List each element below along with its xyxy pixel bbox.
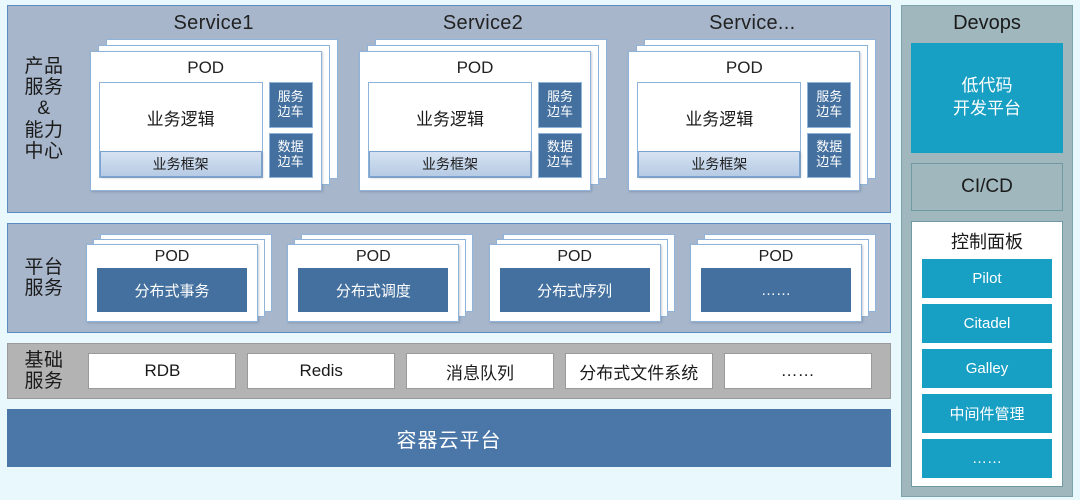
row-label-line: 能力 xyxy=(24,119,64,141)
lowcode-line: 低代码 xyxy=(961,76,1013,96)
infrastructure-item-redis[interactable]: Redis xyxy=(247,353,396,389)
row-label-line: 中心 xyxy=(24,140,64,162)
service-sidecar-box[interactable]: 服务边车 xyxy=(268,82,313,128)
lowcode-platform-box[interactable]: 低代码 开发平台 xyxy=(911,43,1063,153)
pod-card[interactable]: POD 分布式事务 xyxy=(86,244,258,322)
row-label-line: 产品 xyxy=(24,55,64,77)
control-panel-item-middleware-management[interactable]: 中间件管理 xyxy=(922,394,1052,433)
business-logic-container: 业务逻辑 业务框架 xyxy=(637,82,802,178)
platform-service-box[interactable]: …… xyxy=(700,268,851,312)
pod-label: POD xyxy=(725,58,763,77)
platform-pod-stack[interactable]: POD 分布式事务 xyxy=(86,234,272,322)
infrastructure-item-more[interactable]: …… xyxy=(723,353,872,389)
pod-card[interactable]: POD 业务逻辑 业务框架 服务边车 数据边车 xyxy=(628,51,861,191)
row-product-services: 产品 服务 & 能力 中心 Service1 xyxy=(7,5,891,213)
pod-label: POD xyxy=(758,248,794,265)
service-block[interactable]: Service... POD 业务逻辑 业务框架 xyxy=(623,6,882,212)
service-block[interactable]: Service2 POD 业务逻辑 业务框架 xyxy=(353,6,612,212)
service-sidecar-box[interactable]: 服务边车 xyxy=(537,82,582,128)
service-title: Service1 xyxy=(173,12,254,34)
business-logic-label: 业务逻辑 xyxy=(146,109,215,129)
pod-stack[interactable]: POD 业务逻辑 业务框架 服务边车 数据边车 xyxy=(358,39,607,191)
row-label-product-services: 产品 服务 & 能力 中心 xyxy=(8,6,80,212)
infrastructure-item-message-queue[interactable]: 消息队列 xyxy=(405,353,554,389)
platform-service-box[interactable]: 分布式事务 xyxy=(97,268,247,312)
pod-card[interactable]: POD 分布式调度 xyxy=(287,244,460,322)
business-logic-label: 业务逻辑 xyxy=(685,109,754,129)
pod-card[interactable]: POD …… xyxy=(689,244,862,322)
row-label-line: & xyxy=(37,98,51,120)
data-sidecar-box[interactable]: 数据边车 xyxy=(807,132,852,178)
control-panel-item-citadel[interactable]: Citadel xyxy=(922,304,1052,343)
control-panel-box: 控制面板 Pilot Citadel Galley 中间件管理 …… xyxy=(911,221,1063,487)
platform-pod-stack[interactable]: POD 分布式调度 xyxy=(287,234,474,322)
control-panel-item-more[interactable]: …… xyxy=(922,439,1052,478)
platform-service-box[interactable]: 分布式调度 xyxy=(298,268,449,312)
devops-panel: Devops 低代码 开发平台 CI/CD 控制面板 Pilot Citadel… xyxy=(901,5,1073,497)
devops-title: Devops xyxy=(953,12,1021,34)
row-label-line: 基础 xyxy=(24,349,64,371)
service-title: Service2 xyxy=(442,12,524,34)
row-platform-services: 平台 服务 POD 分布式事务 xyxy=(7,223,891,333)
container-cloud-platform-bar[interactable]: 容器云平台 xyxy=(7,409,891,467)
main-architecture-column: 产品 服务 & 能力 中心 Service1 xyxy=(7,5,891,497)
business-framework-box[interactable]: 业务框架 xyxy=(638,151,801,177)
row-infrastructure-services: 基础 服务 RDB Redis 消息队列 分布式文件系统 …… xyxy=(7,343,891,399)
platform-pod-stack[interactable]: POD 分布式序列 xyxy=(488,234,675,322)
pod-stack[interactable]: POD 业务逻辑 业务框架 服务边车 数据边车 xyxy=(628,39,877,191)
service-title: Service... xyxy=(709,12,796,34)
service-sidecar-box[interactable]: 服务边车 xyxy=(807,82,852,128)
infrastructure-item-distributed-file-system[interactable]: 分布式文件系统 xyxy=(564,353,713,389)
row-body-product-services: Service1 POD 业务逻辑 业务框架 xyxy=(80,6,890,212)
pod-label: POD xyxy=(557,248,592,265)
service-block[interactable]: Service1 POD 业务逻辑 业务框架 xyxy=(84,6,343,212)
business-logic-container: 业务逻辑 业务框架 xyxy=(367,82,532,178)
row-body-platform-services: POD 分布式事务 POD 分布式调度 xyxy=(80,224,890,332)
platform-service-box[interactable]: 分布式序列 xyxy=(499,268,650,312)
sidecar-group: 服务边车 数据边车 xyxy=(537,82,582,178)
row-label-line: 服务 xyxy=(24,77,64,99)
pod-label: POD xyxy=(355,248,391,265)
control-panel-title: 控制面板 xyxy=(951,232,1023,252)
pod-label: POD xyxy=(154,248,190,265)
infrastructure-item-rdb[interactable]: RDB xyxy=(88,353,237,389)
pod-label: POD xyxy=(456,58,494,77)
data-sidecar-box[interactable]: 数据边车 xyxy=(268,132,313,178)
pod-card[interactable]: POD 业务逻辑 业务框架 服务边车 数据边车 xyxy=(89,51,322,191)
lowcode-line: 开发平台 xyxy=(953,99,1021,118)
business-logic-label: 业务逻辑 xyxy=(415,109,484,129)
pod-card[interactable]: POD 业务逻辑 业务框架 服务边车 数据边车 xyxy=(358,51,591,191)
row-label-line: 服务 xyxy=(24,278,64,299)
business-framework-box[interactable]: 业务框架 xyxy=(368,151,531,177)
data-sidecar-box[interactable]: 数据边车 xyxy=(537,132,582,178)
sidecar-group: 服务边车 数据边车 xyxy=(807,82,852,178)
row-label-platform-services: 平台 服务 xyxy=(8,224,80,332)
cicd-box[interactable]: CI/CD xyxy=(911,163,1063,211)
pod-label: POD xyxy=(187,58,225,77)
control-panel-item-galley[interactable]: Galley xyxy=(922,349,1052,388)
sidecar-group: 服务边车 数据边车 xyxy=(268,82,313,178)
row-label-infrastructure-services: 基础 服务 xyxy=(8,344,80,398)
pod-stack[interactable]: POD 业务逻辑 业务框架 服务边车 数据边车 xyxy=(89,39,338,191)
platform-pod-stack[interactable]: POD …… xyxy=(689,234,876,322)
business-framework-box[interactable]: 业务框架 xyxy=(99,151,262,177)
row-label-line: 平台 xyxy=(24,256,64,278)
row-body-infrastructure-services: RDB Redis 消息队列 分布式文件系统 …… xyxy=(80,344,890,398)
row-label-line: 服务 xyxy=(24,371,64,392)
control-panel-item-pilot[interactable]: Pilot xyxy=(922,259,1052,298)
business-logic-container: 业务逻辑 业务框架 xyxy=(98,82,263,178)
pod-card[interactable]: POD 分布式序列 xyxy=(488,244,661,322)
